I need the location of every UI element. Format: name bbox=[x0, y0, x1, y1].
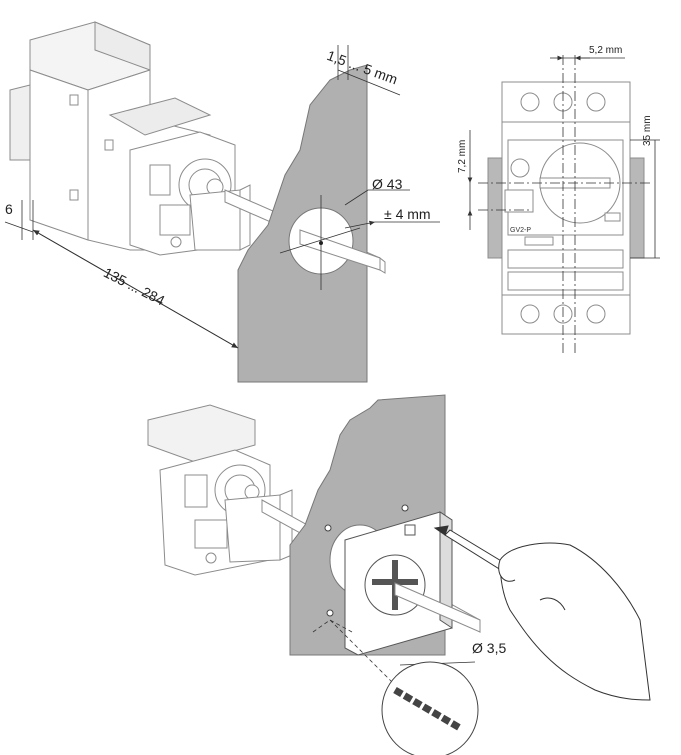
horizontal-offset-label: 5,2 mm bbox=[589, 45, 623, 56]
breaker-3d-bottom bbox=[147, 404, 293, 576]
offset-dimension-label: 6 bbox=[5, 201, 13, 217]
drill-diameter-label: Ø 3,5 bbox=[472, 640, 507, 656]
hand-with-pencil bbox=[433, 525, 651, 701]
front-view bbox=[487, 81, 645, 335]
vertical-dimension-label: 35 mm bbox=[642, 115, 653, 146]
tolerance-label: ± 4 mm bbox=[384, 206, 431, 222]
breaker-3d-top bbox=[9, 21, 251, 256]
left-offset-label: 7,2 mm bbox=[457, 139, 468, 173]
hole-diameter-label: Ø 43 bbox=[372, 176, 403, 192]
model-label: GV2-P bbox=[510, 227, 532, 234]
